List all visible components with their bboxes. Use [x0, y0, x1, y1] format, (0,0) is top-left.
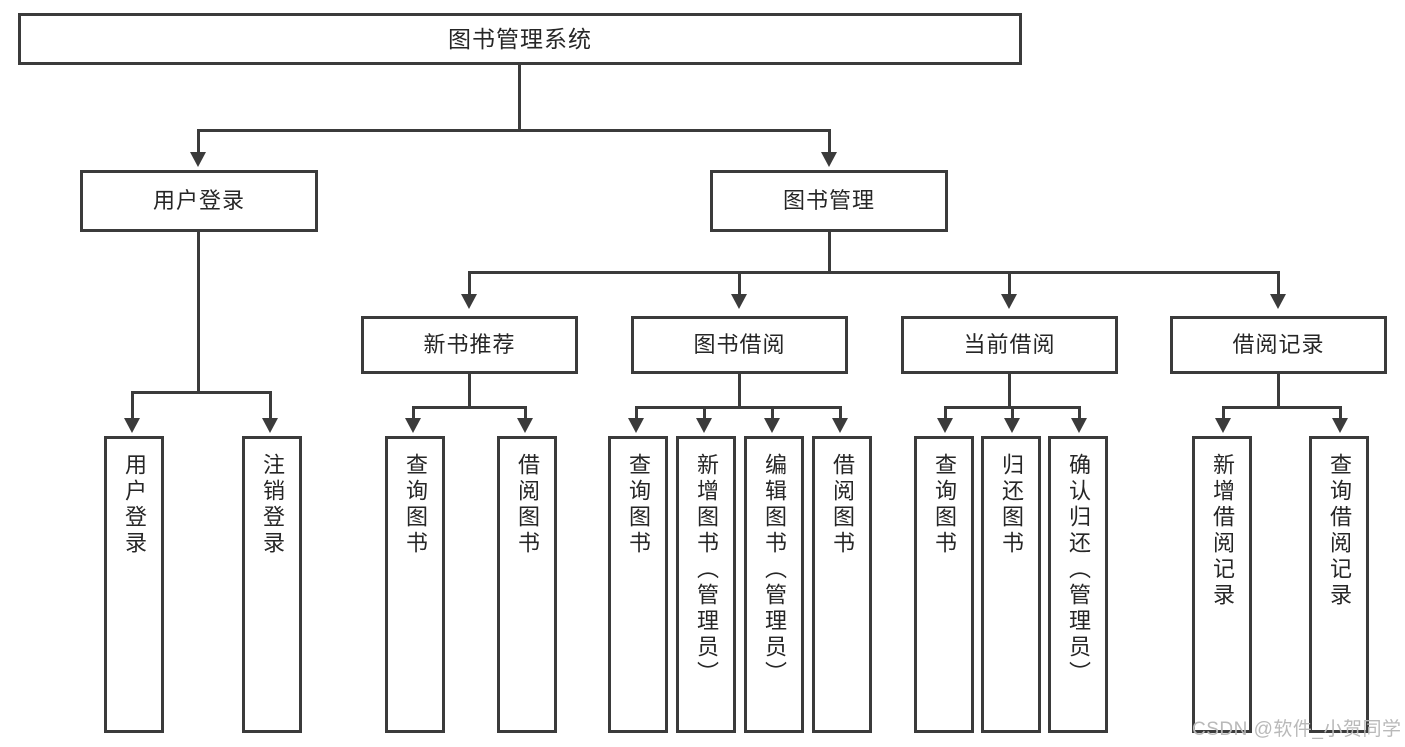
node-label: 注销登录	[260, 453, 285, 557]
connector-book-borrow-bus	[635, 406, 842, 409]
leaf-book-borrow-add-book-admin[interactable]: 新增图书（管理员）	[676, 436, 736, 733]
leaf-user-login-login[interactable]: 用户登录	[104, 436, 164, 733]
leaf-borrow-record-add-record[interactable]: 新增借阅记录	[1192, 436, 1252, 733]
connector-borrow-record-bus	[1222, 406, 1342, 409]
arrowhead-current-borrow	[1001, 294, 1017, 309]
arrowhead-leaf-borrow-record-2	[1332, 418, 1348, 433]
node-label: 借阅图书	[515, 453, 540, 557]
arrowhead-borrow-record	[1270, 294, 1286, 309]
node-book-management[interactable]: 图书管理	[710, 170, 948, 232]
connector-drop-leaf-new-book-2	[524, 406, 527, 420]
node-root-library-system[interactable]: 图书管理系统	[18, 13, 1022, 65]
connector-root-stem	[518, 65, 521, 129]
arrowhead-book-borrow	[731, 294, 747, 309]
arrowhead-leaf-new-book-1	[405, 418, 421, 433]
arrowhead-leaf-book-borrow-4	[832, 418, 848, 433]
node-label: 图书借阅	[693, 332, 786, 358]
connector-drop-leaf-user-login-2	[269, 391, 272, 420]
connector-book-mgmt-stem	[828, 232, 831, 273]
node-label: 用户登录	[152, 188, 245, 214]
connector-drop-leaf-borrow-record-2	[1339, 406, 1342, 420]
node-label: 用户登录	[122, 453, 147, 557]
node-label: 查询借阅记录	[1327, 453, 1352, 609]
arrowhead-user-login	[190, 152, 206, 167]
node-label: 图书管理	[782, 188, 875, 214]
connector-drop-user-login	[197, 129, 200, 155]
connector-user-login-bus	[131, 391, 270, 394]
leaf-current-borrow-return-book[interactable]: 归还图书	[981, 436, 1041, 733]
connector-current-borrow-stem	[1008, 374, 1011, 408]
leaf-book-borrow-edit-book-admin[interactable]: 编辑图书（管理员）	[744, 436, 804, 733]
node-current-borrow[interactable]: 当前借阅	[901, 316, 1118, 374]
leaf-current-borrow-confirm-return-admin[interactable]: 确认归还（管理员）	[1048, 436, 1108, 733]
node-label: 新书推荐	[423, 332, 516, 358]
connector-new-book-bus	[412, 406, 527, 409]
node-label: 归还图书	[999, 453, 1024, 557]
connector-drop-leaf-book-borrow-4	[839, 406, 842, 420]
connector-drop-leaf-user-login-1	[131, 391, 134, 420]
connector-drop-leaf-current-borrow-3	[1078, 406, 1081, 420]
node-label: 编辑图书（管理员）	[762, 453, 787, 687]
arrowhead-leaf-book-borrow-2	[696, 418, 712, 433]
connector-drop-leaf-book-borrow-3	[771, 406, 774, 420]
node-label: 图书管理系统	[448, 25, 592, 52]
connector-drop-borrow-record	[1277, 271, 1280, 296]
connector-new-book-stem	[468, 374, 471, 408]
node-new-book-recommend[interactable]: 新书推荐	[361, 316, 578, 374]
node-label: 查询图书	[932, 453, 957, 557]
leaf-new-book-query-book[interactable]: 查询图书	[385, 436, 445, 733]
node-borrow-record[interactable]: 借阅记录	[1170, 316, 1387, 374]
node-label: 查询图书	[626, 453, 651, 557]
node-book-borrow[interactable]: 图书借阅	[631, 316, 848, 374]
leaf-borrow-record-query-record[interactable]: 查询借阅记录	[1309, 436, 1369, 733]
connector-book-mgmt-bus	[468, 271, 1280, 274]
connector-drop-leaf-current-borrow-1	[944, 406, 947, 420]
node-label: 确认归还（管理员）	[1066, 453, 1091, 687]
leaf-book-borrow-query-book[interactable]: 查询图书	[608, 436, 668, 733]
connector-drop-book-mgmt	[828, 129, 831, 155]
node-label: 新增图书（管理员）	[694, 453, 719, 687]
node-label: 新增借阅记录	[1210, 453, 1235, 609]
connector-drop-leaf-book-borrow-2	[703, 406, 706, 420]
connector-drop-book-borrow	[738, 271, 741, 296]
connector-drop-new-book	[468, 271, 471, 296]
node-user-login[interactable]: 用户登录	[80, 170, 318, 232]
connector-drop-leaf-borrow-record-1	[1222, 406, 1225, 420]
leaf-current-borrow-query-book[interactable]: 查询图书	[914, 436, 974, 733]
connector-book-borrow-stem	[738, 374, 741, 408]
arrowhead-leaf-user-login-1	[124, 418, 140, 433]
connector-root-bus	[197, 129, 831, 132]
arrowhead-leaf-new-book-2	[517, 418, 533, 433]
connector-drop-leaf-book-borrow-1	[635, 406, 638, 420]
connector-drop-leaf-current-borrow-2	[1011, 406, 1014, 420]
leaf-user-login-logout[interactable]: 注销登录	[242, 436, 302, 733]
connector-drop-leaf-new-book-1	[412, 406, 415, 420]
node-label: 借阅图书	[830, 453, 855, 557]
node-label: 查询图书	[403, 453, 428, 557]
node-label: 当前借阅	[963, 332, 1056, 358]
arrowhead-leaf-current-borrow-2	[1004, 418, 1020, 433]
arrowhead-leaf-book-borrow-1	[628, 418, 644, 433]
arrowhead-leaf-borrow-record-1	[1215, 418, 1231, 433]
node-label: 借阅记录	[1232, 332, 1325, 358]
arrowhead-book-mgmt	[821, 152, 837, 167]
arrowhead-leaf-current-borrow-1	[937, 418, 953, 433]
arrowhead-leaf-book-borrow-3	[764, 418, 780, 433]
connector-user-login-stem	[197, 232, 200, 393]
arrowhead-new-book	[461, 294, 477, 309]
connector-drop-current-borrow	[1008, 271, 1011, 296]
leaf-new-book-borrow-book[interactable]: 借阅图书	[497, 436, 557, 733]
arrowhead-leaf-user-login-2	[262, 418, 278, 433]
leaf-book-borrow-borrow-book[interactable]: 借阅图书	[812, 436, 872, 733]
connector-borrow-record-stem	[1277, 374, 1280, 408]
arrowhead-leaf-current-borrow-3	[1071, 418, 1087, 433]
